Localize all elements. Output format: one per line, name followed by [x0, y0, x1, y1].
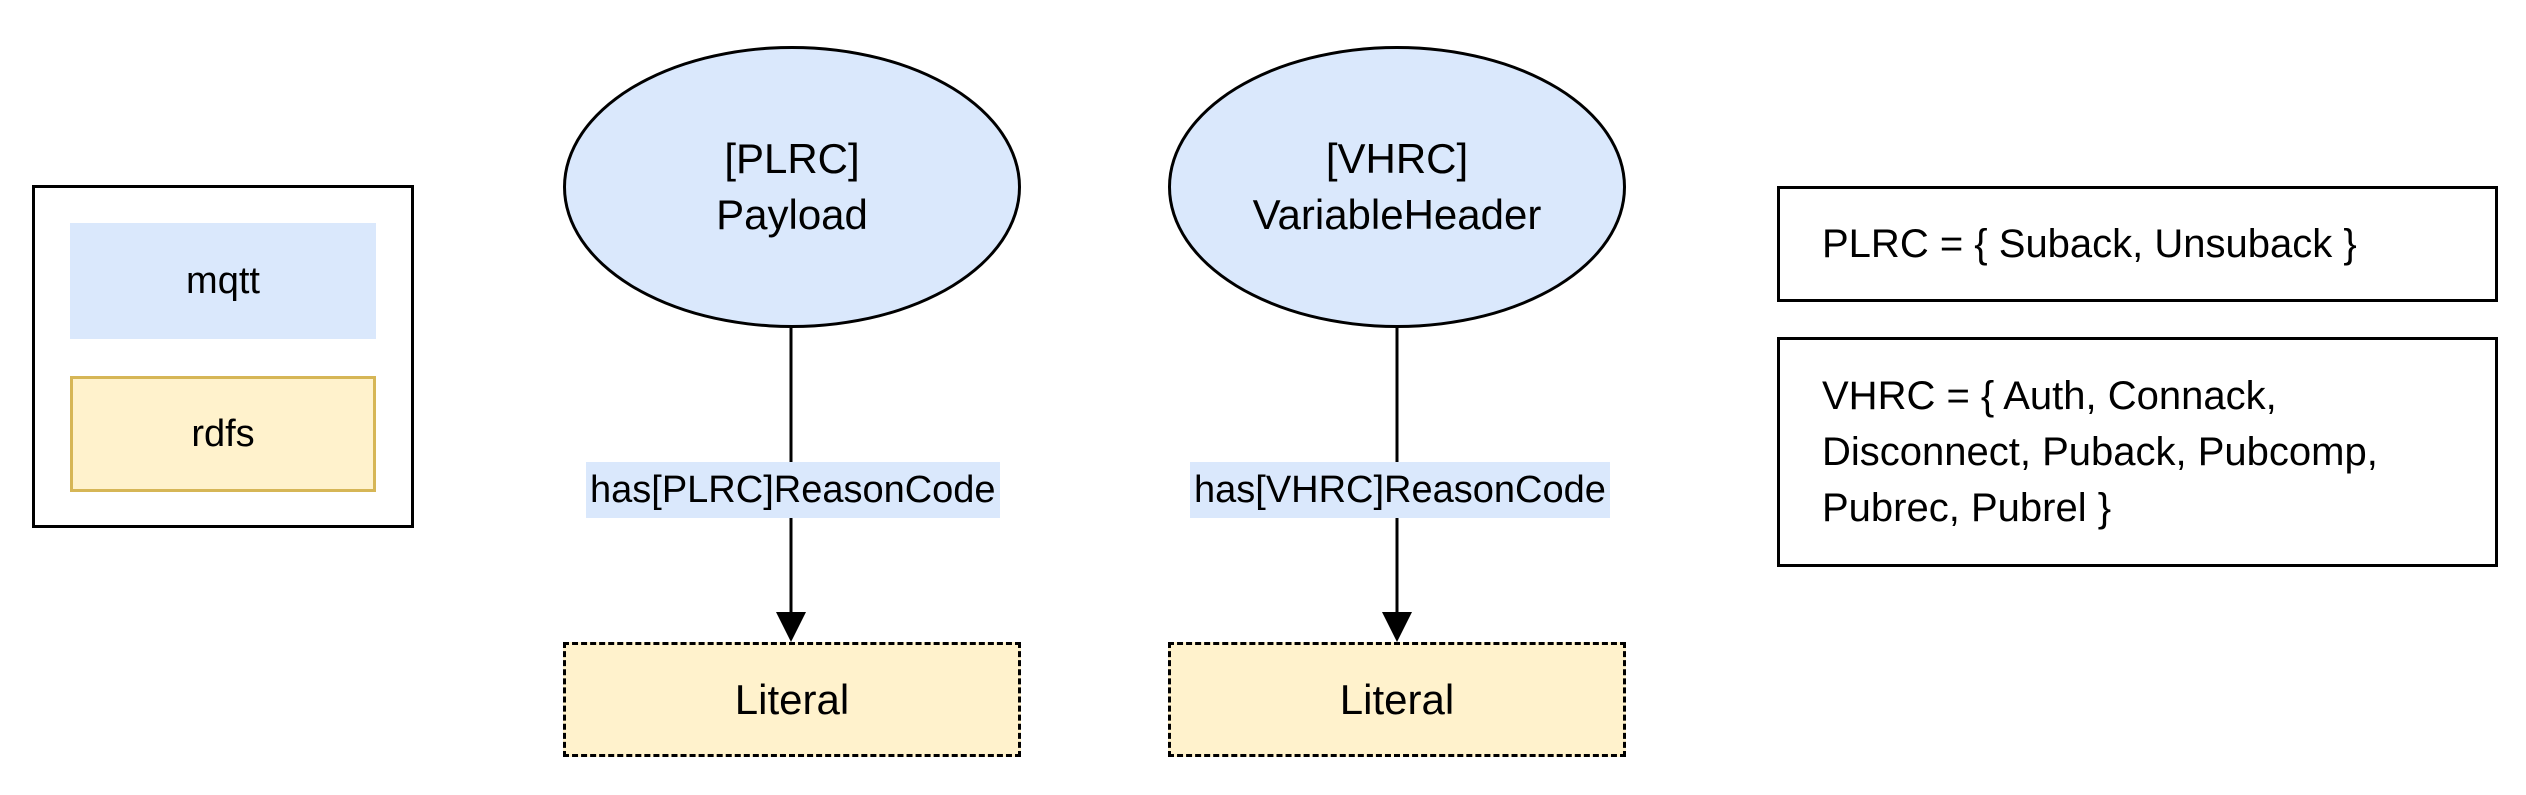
node-payload-code: [PLRC]	[724, 135, 860, 182]
literal-node-2[interactable]: Literal	[1168, 642, 1626, 757]
node-payload-label: Payload	[716, 191, 868, 238]
arrow-head-vhrc	[1382, 612, 1412, 642]
note-vhrc: VHRC = { Auth, Connack, Disconnect, Puba…	[1777, 337, 2498, 567]
note-vhrc-text: VHRC = { Auth, Connack, Disconnect, Puba…	[1822, 374, 2378, 530]
node-variable-header-label: VariableHeader	[1252, 191, 1542, 238]
edge-label-vhrc: has[VHRC]ReasonCode	[1190, 462, 1610, 518]
arrow-head-plrc	[776, 612, 806, 642]
note-plrc: PLRC = { Suback, Unsuback }	[1777, 186, 2498, 302]
note-plrc-text: PLRC = { Suback, Unsuback }	[1822, 222, 2357, 266]
node-payload[interactable]: [PLRC] Payload	[563, 46, 1021, 328]
node-variable-header[interactable]: [VHRC] VariableHeader	[1168, 46, 1626, 328]
node-variable-header-code: [VHRC]	[1325, 135, 1469, 182]
legend-mqtt: mqtt	[70, 223, 376, 339]
edge-label-plrc: has[PLRC]ReasonCode	[586, 462, 1000, 518]
literal-node-1[interactable]: Literal	[563, 642, 1021, 757]
legend-rdfs: rdfs	[70, 376, 376, 492]
